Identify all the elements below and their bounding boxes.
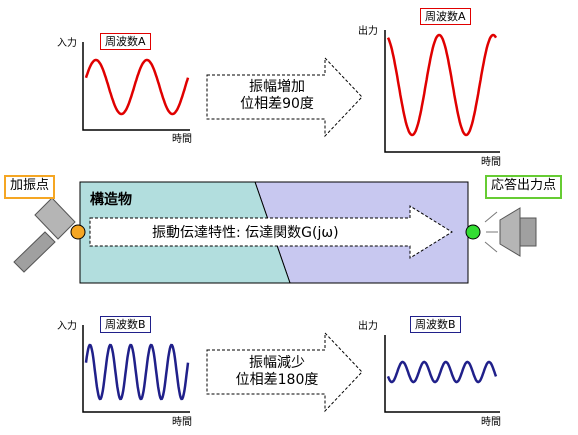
- speaker-icon: [484, 207, 537, 257]
- dashed-arrow-bottom: [206, 331, 363, 413]
- input-b-axis-label: 入力: [57, 321, 77, 332]
- wave-output-a: [386, 33, 498, 137]
- graph-output-a-axes: [384, 30, 500, 153]
- arrow-top-line1: 振幅増加: [249, 79, 305, 95]
- graph-input-a: [82, 42, 190, 131]
- input-b-time-label: 時間: [172, 417, 192, 428]
- graph-output-b-axes: [384, 335, 500, 413]
- transfer-function-text: 振動伝達特性: 伝達関数G(jω): [152, 225, 339, 241]
- transfer-arrow: [89, 205, 453, 259]
- output-a-time-label: 時間: [481, 157, 501, 168]
- arrow-bottom-line2: 位相差180度: [235, 372, 319, 388]
- graph-input-b-axes: [82, 325, 190, 413]
- graph-input-a-axes: [82, 42, 190, 131]
- wave-input-a: [84, 58, 190, 116]
- dashed-arrow-top: [206, 56, 363, 138]
- arrow-bottom-line1: 振幅減少: [249, 355, 305, 371]
- freq-a-input-label: 周波数A: [100, 33, 151, 50]
- arrow-bottom-text: 振幅減少 位相差180度: [218, 355, 336, 389]
- output-a-axis-label: 出力: [358, 26, 378, 37]
- structure-label: 構造物: [90, 192, 132, 208]
- graph-output-b: [384, 335, 500, 413]
- hammer-icon: [13, 197, 76, 273]
- excitation-point-marker: [70, 224, 86, 240]
- output-b-axis-label: 出力: [358, 321, 378, 332]
- freq-b-input-label: 周波数B: [100, 316, 151, 333]
- graph-output-a: [384, 30, 500, 153]
- response-point-label: 応答出力点: [485, 175, 563, 199]
- excitation-point-label: 加振点: [4, 175, 56, 199]
- freq-b-output-label: 周波数B: [410, 316, 461, 333]
- arrow-top-line2: 位相差90度: [240, 96, 314, 112]
- output-b-time-label: 時間: [481, 417, 501, 428]
- wave-input-b: [84, 343, 190, 401]
- wave-output-b: [386, 360, 498, 384]
- input-a-axis-label: 入力: [57, 38, 77, 49]
- arrow-top-text: 振幅増加 位相差90度: [222, 79, 332, 113]
- graph-input-b: [82, 325, 190, 413]
- freq-a-output-label: 周波数A: [420, 8, 471, 25]
- response-point-marker: [465, 224, 481, 240]
- input-a-time-label: 時間: [172, 134, 192, 145]
